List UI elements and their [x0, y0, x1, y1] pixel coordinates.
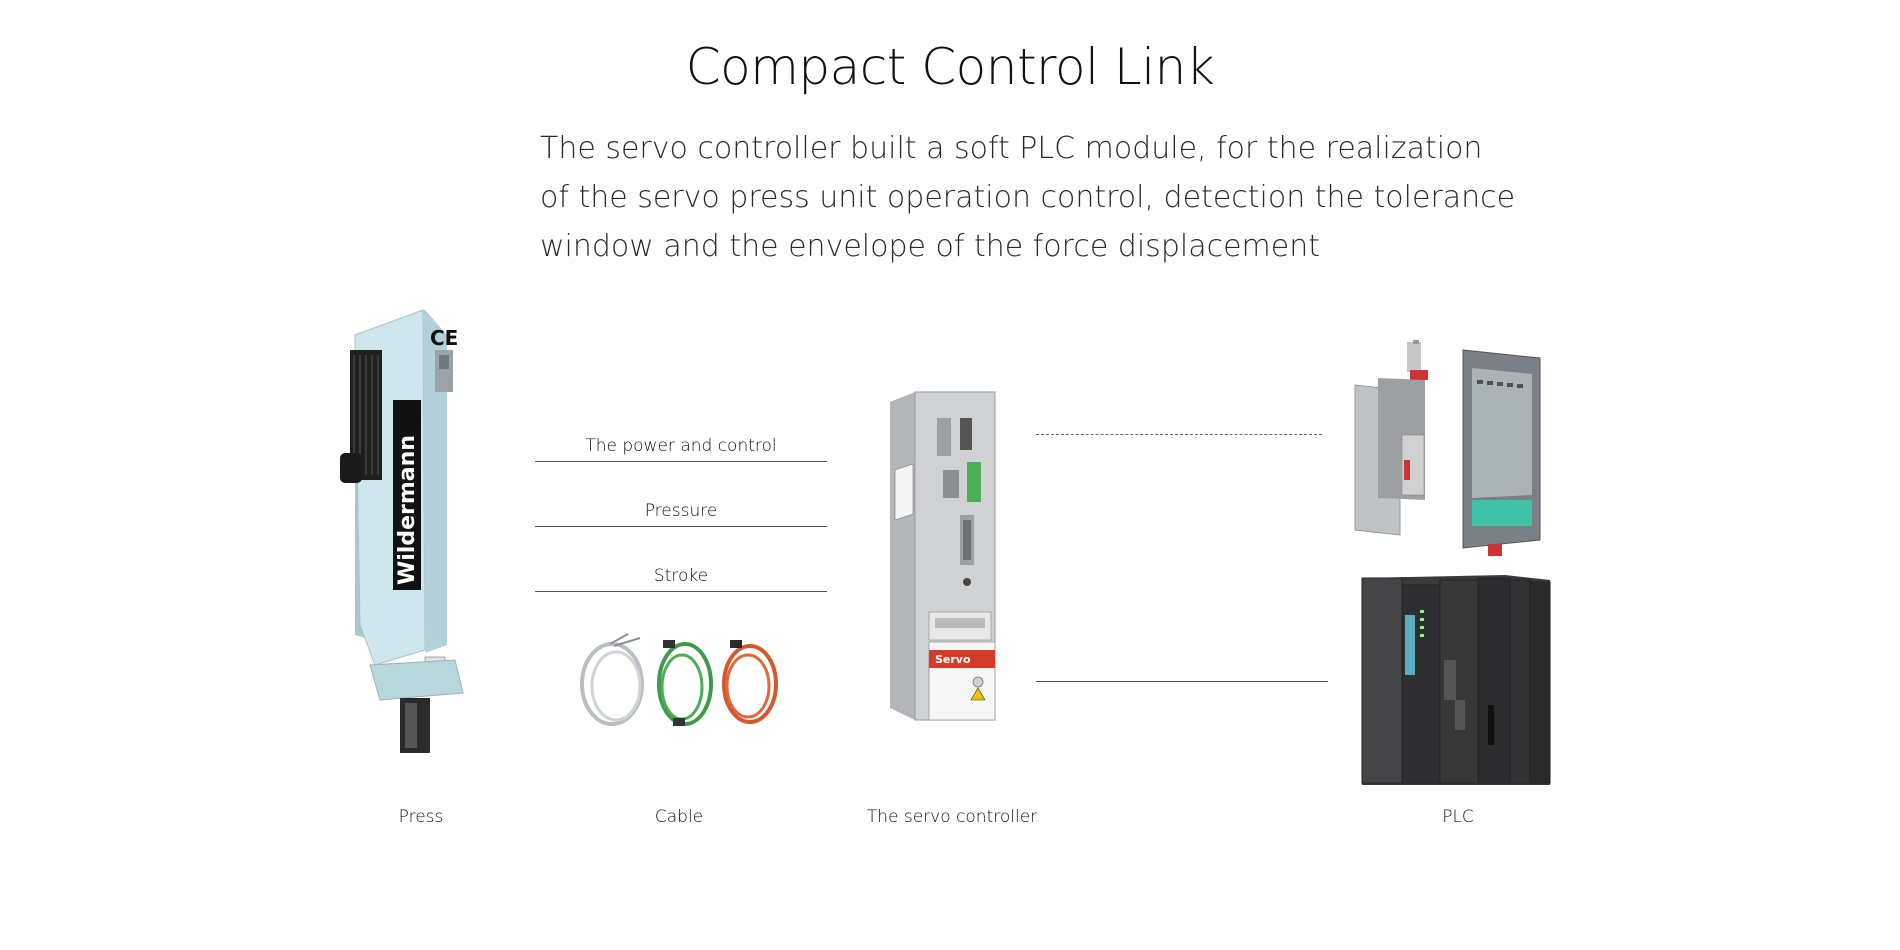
press-image: CE Wildermann [340, 309, 464, 753]
servo-brand: Servo [935, 653, 971, 666]
press-brand: Wildermann [395, 435, 420, 585]
description: The servo controller built a soft PLC mo… [540, 124, 1540, 271]
cable-image [580, 633, 778, 726]
link-line-plc [1036, 681, 1328, 682]
servo-controller-image: Servo [890, 391, 996, 721]
caption-plc: PLC [1442, 807, 1474, 827]
link-line-power-control [535, 461, 827, 462]
description-line: The servo controller built a soft PLC mo… [540, 131, 1483, 166]
description-line: of the servo press unit operation contro… [540, 180, 1516, 215]
link-label-pressure: Pressure [644, 501, 718, 521]
page-title: Compact Control Link [685, 38, 1215, 96]
link-line-stroke [535, 591, 827, 592]
plc-image [1354, 340, 1551, 785]
link-line-pressure [535, 526, 827, 527]
ce-mark: CE [430, 326, 458, 350]
caption-servo-controller: The servo controller [866, 807, 1038, 827]
link-label-power-control: The power and control [585, 436, 777, 456]
caption-cable: Cable [654, 807, 704, 827]
description-line: window and the envelope of the force dis… [540, 229, 1320, 264]
link-label-stroke: Stroke [653, 566, 709, 586]
link-line-hmi [1036, 434, 1322, 435]
caption-press: Press [398, 807, 444, 827]
